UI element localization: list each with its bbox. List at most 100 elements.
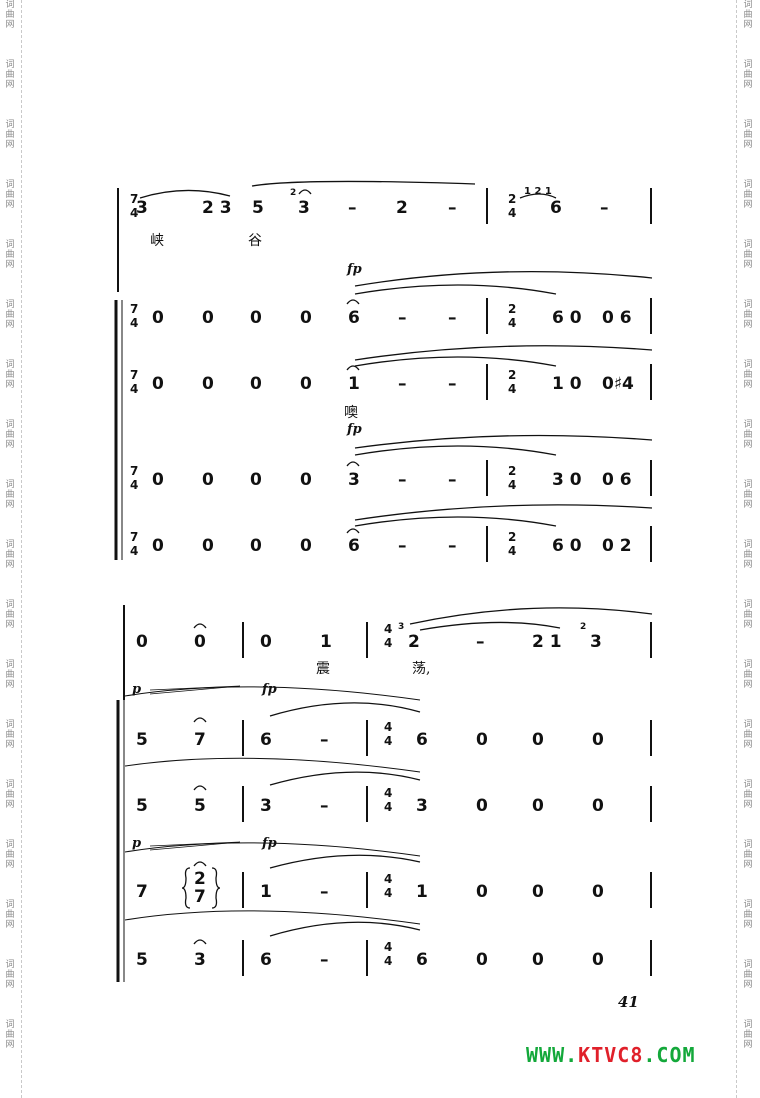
note: 0 bbox=[592, 796, 604, 816]
note: 0 bbox=[250, 536, 262, 556]
margin-watermark-char: 网 bbox=[5, 140, 15, 150]
margin-watermark-group: 词曲网 bbox=[743, 900, 752, 930]
margin-watermark-char: 词 bbox=[743, 300, 753, 310]
margin-watermark-group: 词曲网 bbox=[743, 1020, 752, 1050]
note: 0 bbox=[202, 374, 214, 394]
note: 0 bbox=[592, 730, 604, 750]
time-signature: 4 4 bbox=[384, 940, 392, 968]
margin-watermark-group: 词曲网 bbox=[5, 180, 14, 210]
time-signature: 4 4 bbox=[384, 786, 392, 814]
note: 0 bbox=[152, 470, 164, 490]
margin-watermark-char: 曲 bbox=[743, 850, 753, 860]
margin-watermark-group: 词曲网 bbox=[5, 240, 14, 270]
margin-watermark-group: 词曲网 bbox=[5, 720, 14, 750]
time-signature: 7 4 bbox=[130, 302, 138, 330]
hold-dash: – bbox=[398, 470, 407, 490]
note: 3 bbox=[136, 198, 148, 218]
note: 5 bbox=[136, 950, 148, 970]
margin-watermark-char: 词 bbox=[743, 0, 753, 10]
margin-watermark-char: 网 bbox=[743, 920, 753, 930]
note: 0 bbox=[476, 950, 488, 970]
system1-voice1-staff: 7 4 3 2 3 5 2 3 – 2 – 2 4 1 2 1 6 – bbox=[130, 186, 658, 230]
note: 0 bbox=[260, 632, 272, 652]
barline bbox=[650, 526, 652, 562]
margin-watermark-char: 曲 bbox=[5, 310, 15, 320]
ts-denominator: 4 bbox=[508, 382, 517, 396]
hold-dash: – bbox=[600, 198, 609, 218]
margin-watermark-group: 词曲网 bbox=[5, 60, 14, 90]
margin-watermark-char: 网 bbox=[5, 1040, 15, 1050]
margin-watermark-char: 词 bbox=[743, 180, 753, 190]
page-number: 41 bbox=[618, 993, 639, 1011]
ts-numerator: 7 bbox=[130, 368, 139, 382]
ts-numerator: 7 bbox=[130, 464, 139, 478]
barline bbox=[486, 526, 488, 562]
margin-watermark-char: 曲 bbox=[743, 370, 753, 380]
ts-denominator: 4 bbox=[384, 636, 393, 650]
margin-watermark-char: 网 bbox=[743, 140, 753, 150]
ts-numerator: 2 bbox=[508, 192, 517, 206]
margin-watermark-char: 曲 bbox=[5, 550, 15, 560]
note-pair: 6 0 bbox=[552, 536, 582, 556]
note: 0 bbox=[592, 950, 604, 970]
barline bbox=[366, 622, 368, 658]
note: 0 bbox=[300, 470, 312, 490]
barline bbox=[366, 720, 368, 756]
time-signature: 4 4 bbox=[384, 622, 392, 650]
note: 3 bbox=[260, 796, 272, 816]
barline bbox=[650, 364, 652, 400]
margin-watermark-char: 曲 bbox=[5, 430, 15, 440]
grace-note: 1 2 1 bbox=[524, 186, 552, 197]
note: 0 bbox=[532, 796, 544, 816]
time-signature: 7 4 bbox=[130, 192, 138, 220]
margin-watermark-char: 曲 bbox=[743, 10, 753, 20]
note: 3 bbox=[416, 796, 428, 816]
note: 0 bbox=[202, 536, 214, 556]
time-signature: 7 4 bbox=[130, 530, 138, 558]
left-margin-dashed-line bbox=[21, 0, 22, 1098]
note-pair: 3 0 bbox=[552, 470, 582, 490]
margin-watermark-group: 词曲网 bbox=[5, 120, 14, 150]
barline bbox=[366, 872, 368, 908]
lyric: 峡 bbox=[150, 233, 164, 249]
margin-watermark-char: 曲 bbox=[743, 70, 753, 80]
grace-note: 2 bbox=[290, 188, 297, 198]
ts-numerator: 2 bbox=[508, 530, 517, 544]
margin-watermark-group: 词曲网 bbox=[5, 660, 14, 690]
margin-watermark-group: 词曲网 bbox=[5, 960, 14, 990]
margin-watermark-char: 网 bbox=[5, 80, 15, 90]
margin-watermark-char: 曲 bbox=[5, 610, 15, 620]
system1-voice5-staff: 7 4 0 0 0 0 6 – – 2 4 6 0 0 2 bbox=[130, 526, 658, 568]
margin-watermark-char: 词 bbox=[743, 420, 753, 430]
barline bbox=[366, 786, 368, 822]
ts-numerator: 2 bbox=[508, 464, 517, 478]
margin-watermark-char: 网 bbox=[5, 200, 15, 210]
margin-watermark-char: 词 bbox=[743, 540, 753, 550]
margin-watermark-char: 曲 bbox=[743, 490, 753, 500]
right-margin-dashed-line bbox=[736, 0, 737, 1098]
margin-watermark-char: 词 bbox=[5, 780, 15, 790]
margin-watermark-char: 曲 bbox=[5, 250, 15, 260]
ts-denominator: 4 bbox=[508, 478, 517, 492]
margin-watermark-char: 曲 bbox=[5, 970, 15, 980]
ts-numerator: 2 bbox=[508, 302, 517, 316]
note: 5 bbox=[136, 796, 148, 816]
margin-watermark-char: 网 bbox=[5, 620, 15, 630]
note: 1 bbox=[320, 632, 332, 652]
margin-watermark-group: 词曲网 bbox=[743, 480, 752, 510]
hold-dash: – bbox=[448, 308, 457, 328]
margin-watermark-group: 词曲网 bbox=[5, 360, 14, 390]
margin-watermark-char: 词 bbox=[5, 540, 15, 550]
margin-watermark-char: 词 bbox=[5, 480, 15, 490]
margin-watermark-char: 词 bbox=[5, 300, 15, 310]
system1-voice3-staff: 7 4 0 0 0 0 1 – – 2 4 1 0 0♯4 bbox=[130, 364, 658, 406]
margin-watermark-group: 词曲网 bbox=[5, 540, 14, 570]
margin-watermark-char: 网 bbox=[743, 800, 753, 810]
ts-denominator: 4 bbox=[130, 206, 139, 220]
hold-dash: – bbox=[320, 730, 329, 750]
margin-watermark-group: 词曲网 bbox=[743, 300, 752, 330]
margin-watermark-char: 网 bbox=[5, 380, 15, 390]
margin-watermark-char: 词 bbox=[743, 840, 753, 850]
ts-denominator: 4 bbox=[130, 316, 139, 330]
